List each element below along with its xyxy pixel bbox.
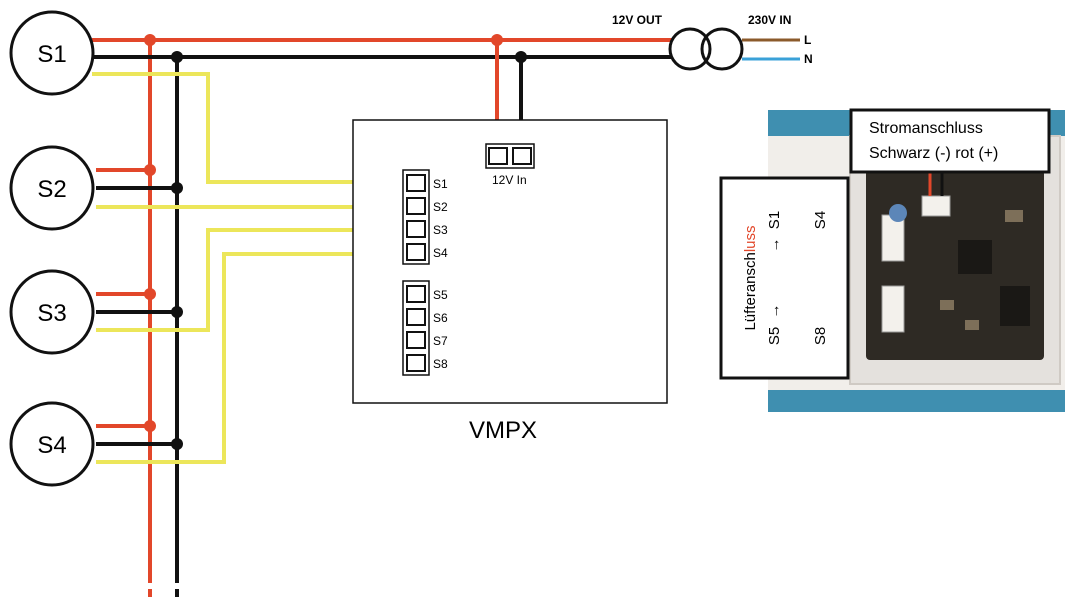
- port-label-s1: S1: [433, 177, 448, 191]
- fan-range-bottom-arrow: →: [766, 304, 783, 319]
- power-pin: [488, 147, 508, 165]
- transformer-coil-right: [700, 27, 744, 71]
- fan-s3-signal-wire: [96, 228, 405, 332]
- fan-callout-content: Lüfteranschluss S1 → S4 S5 → S8: [742, 211, 829, 345]
- pcb-power-header: [921, 195, 951, 217]
- port-label-s2: S2: [433, 200, 448, 214]
- fan-s4-circle: [9, 401, 95, 487]
- fan-callout-title-part1: Lüfteransch: [742, 252, 759, 330]
- fan-s1-circle: [9, 10, 95, 96]
- transformer: 12V OUT 230V IN L N: [612, 13, 813, 71]
- junction-dot: [144, 34, 156, 46]
- fan-s3-label: S3: [37, 300, 66, 327]
- port-s2: [406, 197, 426, 215]
- fan-range-bottom-start: S5: [766, 327, 783, 345]
- power-callout-box: [849, 108, 1051, 174]
- pcb-component: [940, 300, 954, 310]
- pcb-component: [965, 320, 979, 330]
- junction-dot: [171, 182, 183, 194]
- port-label-s3: S3: [433, 223, 448, 237]
- port-label-s8: S8: [433, 357, 448, 371]
- port-label-s6: S6: [433, 311, 448, 325]
- fan-s3-circle: [9, 269, 95, 355]
- port-label-s7: S7: [433, 334, 448, 348]
- pcb-chip: [1000, 286, 1030, 326]
- fan-callout-title: Lüfteranschluss: [742, 225, 759, 330]
- power-pin: [512, 147, 532, 165]
- junction-dot: [144, 420, 156, 432]
- pcb-connector-top: [881, 214, 905, 262]
- transformer-coil-left: [668, 27, 712, 71]
- controller: 12V In S1 S2 S3 S4 S5 S6 S7 S8 VMPX: [352, 119, 668, 444]
- port-s8: [406, 354, 426, 372]
- fan-s2-label: S2: [37, 176, 66, 203]
- fan-range-top-arrow: →: [766, 238, 783, 253]
- pcb-connector-bottom: [881, 285, 905, 333]
- junction-dot: [144, 164, 156, 176]
- fan-s4-label: S4: [37, 432, 66, 459]
- port-s7: [406, 331, 426, 349]
- port-s4: [406, 243, 426, 261]
- power-callout-line2: Schwarz (-) rot (+): [869, 145, 998, 162]
- port-label-s5: S5: [433, 288, 448, 302]
- port-label-s4: S4: [433, 246, 448, 260]
- pcb-label-sticker: [889, 204, 907, 222]
- mains-l-label: L: [804, 33, 811, 47]
- pcb-component: [1005, 210, 1023, 222]
- fan-s4-signal-wire: [96, 252, 405, 464]
- fan-s2-circle: [9, 145, 95, 231]
- junction-dot: [171, 306, 183, 318]
- port-s3: [406, 220, 426, 238]
- fan-range-bottom-end: S8: [812, 327, 829, 345]
- mains-n-label: N: [804, 52, 813, 66]
- fan-s1-label: S1: [37, 41, 66, 68]
- junction-dot: [171, 438, 183, 450]
- port-s6: [406, 308, 426, 326]
- fan-range-top-start: S1: [766, 211, 783, 229]
- out-voltage-label: 12V OUT: [612, 13, 663, 27]
- fan-s3: S3: [9, 228, 405, 355]
- fan-range-top-end: S4: [812, 211, 829, 229]
- photo-bottom-band: [768, 390, 1065, 412]
- port-s5: [406, 285, 426, 303]
- fan-s4: S4: [9, 252, 405, 487]
- power-callout-line1: Stromanschluss: [869, 120, 983, 137]
- pcb-chip: [958, 240, 992, 274]
- power-connector-label: 12V In: [492, 173, 527, 187]
- port-s1: [406, 174, 426, 192]
- fan-s1-signal-wire: [92, 72, 405, 184]
- fan-callout-box: [719, 176, 850, 380]
- junction-dot: [144, 288, 156, 300]
- controller-name: VMPX: [469, 417, 537, 444]
- in-voltage-label: 230V IN: [748, 13, 791, 27]
- junction-dot: [171, 51, 183, 63]
- fan-callout-title-part2: luss: [742, 225, 759, 252]
- fan-s1: S1: [9, 10, 405, 184]
- board-photo: Stromanschluss Schwarz (-) rot (+) Lüfte…: [719, 108, 1065, 412]
- pcb: [866, 170, 1044, 360]
